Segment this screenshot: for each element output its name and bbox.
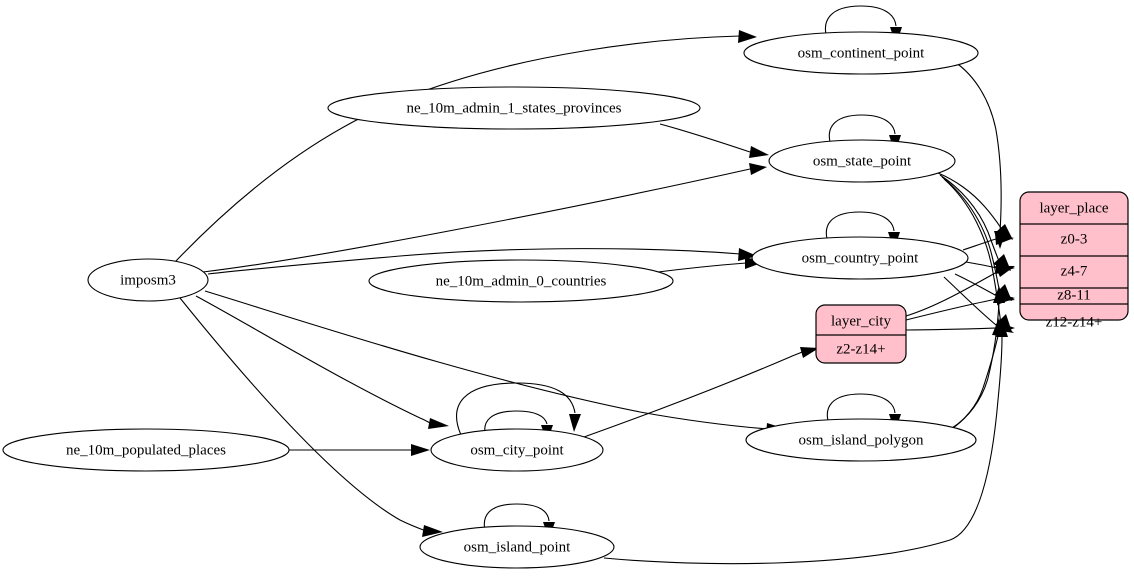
- edge-imposm3-to-osm_state_point: [202, 163, 767, 273]
- node-label-osm_continent_point: osm_continent_point: [798, 45, 925, 61]
- node-layer: imposm3 ne_10m_admin_1_states_provinces …: [2, 31, 979, 569]
- record-row-layer_place-z8-11[interactable]: z8-11: [1057, 287, 1091, 303]
- node-osm_island_polygon[interactable]: osm_island_polygon: [745, 418, 977, 462]
- node-osm_country_point[interactable]: osm_country_point: [751, 236, 969, 280]
- node-osm_state_point[interactable]: osm_state_point: [768, 139, 956, 183]
- node-osm_island_point[interactable]: osm_island_point: [419, 525, 615, 569]
- record-row-layer_place-z12-z14[interactable]: z12-z14+: [1046, 314, 1103, 330]
- node-label-osm_island_polygon: osm_island_polygon: [798, 432, 924, 448]
- record-node-layer_city[interactable]: layer_city z2-z14+: [815, 304, 907, 364]
- node-imposm3[interactable]: imposm3: [87, 258, 209, 302]
- record-row-layer_place-z4-7[interactable]: z4-7: [1061, 263, 1088, 279]
- edge-ne_admin0-to-osm_country_point: [657, 257, 764, 273]
- node-label-ne_10m_admin_0_countries: ne_10m_admin_0_countries: [436, 273, 607, 289]
- record-row-layer_place-z0-3[interactable]: z0-3: [1061, 231, 1088, 247]
- record-node-layer_place[interactable]: layer_place z0-3 z4-7 z8-11 z12-z14+: [1019, 191, 1129, 330]
- record-row-layer_place-header: layer_place: [1039, 200, 1108, 216]
- edge-layer: [174, 5, 1015, 565]
- node-label-osm_country_point: osm_country_point: [802, 250, 919, 266]
- record-row-layer_city-z2-z14[interactable]: z2-z14+: [836, 341, 885, 357]
- edge-osm_state_point-to-layer_place-z0-3: [937, 172, 1013, 240]
- node-label-ne_10m_admin_1_states_provinces: ne_10m_admin_1_states_provinces: [407, 100, 622, 116]
- node-ne_10m_admin_1_states_provinces[interactable]: ne_10m_admin_1_states_provinces: [327, 86, 701, 130]
- edge-layer_city-to-layer_place-z4-7: [905, 266, 1015, 317]
- node-label-imposm3: imposm3: [120, 272, 176, 288]
- edge-imposm3-to-osm_island_polygon: [204, 290, 786, 435]
- node-ne_10m_admin_0_countries[interactable]: ne_10m_admin_0_countries: [368, 259, 674, 303]
- node-label-ne_10m_populated_places: ne_10m_populated_places: [66, 442, 226, 458]
- edge-self-osm_city_point-outer: [456, 382, 581, 436]
- edge-osm_city_point-to-layer_city: [583, 347, 819, 438]
- edge-ne_populated-to-osm_city_point: [289, 444, 430, 456]
- node-osm_city_point[interactable]: osm_city_point: [430, 428, 604, 472]
- edge-imposm3-to-osm_country_point: [207, 248, 757, 275]
- node-label-osm_city_point: osm_city_point: [470, 442, 564, 458]
- record-node-layer: layer_place z0-3 z4-7 z8-11 z12-z14+ lay…: [815, 191, 1129, 364]
- node-osm_continent_point[interactable]: osm_continent_point: [743, 31, 979, 75]
- edge-osm_island_polygon-to-layer_place-z12-z14: [949, 318, 1004, 431]
- node-label-osm_state_point: osm_state_point: [813, 153, 912, 169]
- edge-osm_island_point-to-layer_place-z12-z14: [603, 319, 1008, 565]
- edge-osm_country_point-to-layer_place-z0-3: [962, 233, 1014, 251]
- node-label-osm_island_point: osm_island_point: [464, 539, 572, 555]
- record-row-layer_city-header: layer_city: [831, 313, 891, 329]
- edge-imposm3-to-osm_island_point: [179, 297, 443, 537]
- edge-osm_continent_point-to-layer_place-z0-3: [954, 61, 1006, 249]
- node-ne_10m_populated_places[interactable]: ne_10m_populated_places: [2, 428, 290, 472]
- edge-ne_admin1-to-osm_state_point: [659, 123, 769, 158]
- edge-imposm3-to-osm_city_point: [195, 295, 449, 429]
